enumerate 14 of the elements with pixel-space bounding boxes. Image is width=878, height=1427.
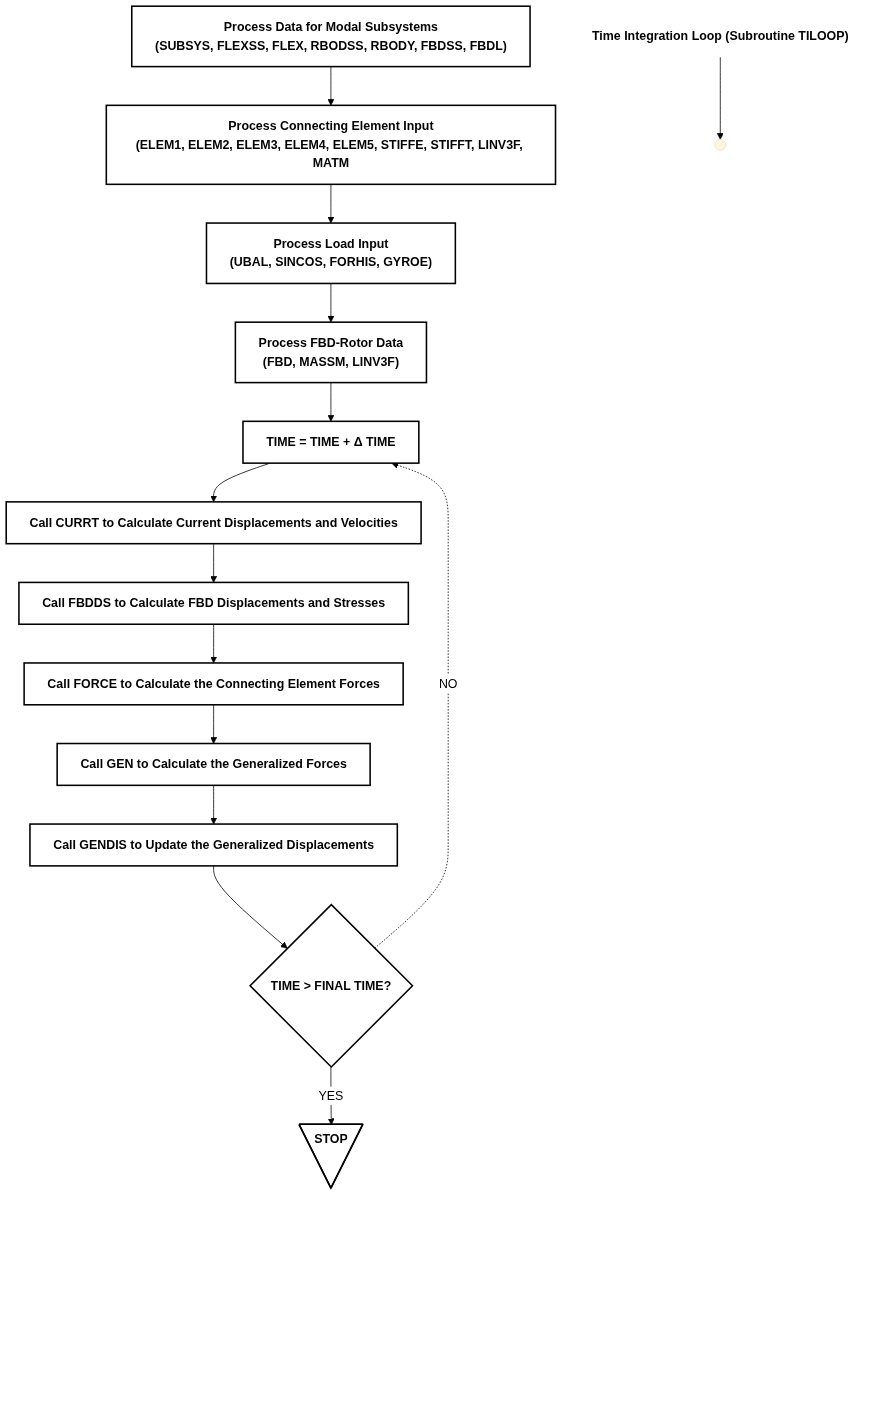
edge-label: NO [438,676,458,691]
node-box: Call GENDIS to Update the Generalized Displacements [29,823,399,867]
node-box: Process Load Input (UBAL, SINCOS, FORHIS, GYROE) [205,222,457,285]
node-box: Process Connecting Element Input (ELEM1, ELEM2, ELEM3, ELEM4, ELEM5, STIFFE, STIFFT, LINV3F, MATM [105,104,557,186]
node-diamond: TIME > FINAL TIME? [249,903,414,1069]
node-box: Call FORCE to Calculate the Connecting Element Forces [23,662,404,706]
node-text: Time Integration Loop (Subroutine TILOOP) [592,29,849,43]
node-box: Call GEN to Calculate the Generalized Forces [56,742,371,787]
edge-label: YES [318,1088,344,1102]
node-box: TIME = TIME + Δ TIME [242,420,420,464]
node-box: Call FBDDS to Calculate FBD Displacements and Stresses [18,581,410,625]
node-box: Process Data for Modal Subsystems (SUBSYS, FLEXSS, FLEX, RBODSS, RBODY, FBDSS, FBDL) [131,5,531,68]
node-box: Call CURRT to Calculate Current Displacements and Velocities [5,501,422,545]
node-box: Process FBD-Rotor Data (FBD, MASSM, LINV3F) [234,321,428,384]
